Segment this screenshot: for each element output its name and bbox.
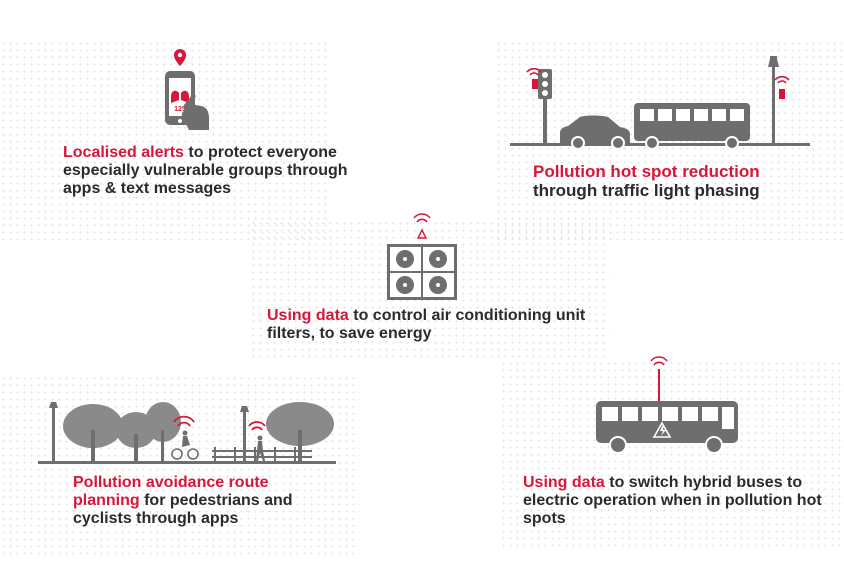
- street-lamp-icon: [768, 56, 779, 143]
- panel-air-conditioning: Using data to control air conditioning u…: [250, 200, 610, 360]
- bus-icon: [634, 103, 750, 150]
- antenna-mast: [658, 369, 660, 401]
- cyclist-icon: [171, 430, 199, 460]
- phone-alert-illustration: 125: [165, 49, 209, 130]
- traffic-light-icon: [538, 69, 552, 143]
- wifi-signal-icon: [774, 75, 790, 84]
- aircon-unit-icon: [387, 244, 457, 300]
- wifi-signal-icon: [173, 415, 195, 427]
- bus-icon: [596, 401, 738, 454]
- wifi-signal-icon: [248, 421, 266, 431]
- tree-icon: [63, 402, 181, 461]
- traffic-illustration: [510, 56, 810, 150]
- pedestrian-icon: [256, 435, 265, 461]
- caption-localised-alerts: Localised alerts to protect everyone esp…: [63, 144, 348, 197]
- hand-icon: [181, 94, 209, 130]
- tree-icon: [266, 402, 334, 461]
- street-lamp-icon: [240, 406, 249, 461]
- sensor-box: [532, 79, 538, 89]
- panel-localised-alerts: 125 Localised alerts to protect everyone…: [0, 0, 420, 230]
- aircon-illustration: [387, 213, 457, 300]
- panel-route-planning: Pollution avoidance route planning for p…: [0, 380, 380, 560]
- street-lamp-icon: [49, 402, 58, 461]
- lungs-icon: [171, 83, 189, 103]
- background-pattern: [0, 40, 330, 240]
- car-icon: [560, 115, 630, 150]
- phone-badge: 125: [174, 106, 186, 113]
- sensor-box: [779, 89, 785, 99]
- location-pin-icon: [174, 49, 186, 66]
- road-line: [510, 143, 810, 146]
- wifi-signal-icon: [650, 356, 668, 366]
- wifi-signal-icon: [413, 213, 431, 223]
- caption-route-planning: Pollution avoidance route planning for p…: [73, 474, 293, 527]
- caption-air-conditioning: Using data to control air conditioning u…: [267, 307, 586, 342]
- background-pattern: [500, 360, 844, 550]
- hybrid-bus-illustration: [596, 356, 738, 454]
- park-illustration: [38, 402, 336, 464]
- caption-hybrid-bus: Using data to switch hybrid buses to ele…: [523, 474, 822, 527]
- electric-bolt-icon: [652, 421, 672, 438]
- warning-icon: [416, 228, 428, 239]
- ground-line: [38, 461, 336, 464]
- panel-hybrid-bus: Using data to switch hybrid buses to ele…: [500, 350, 844, 550]
- wifi-signal-icon: [526, 67, 542, 76]
